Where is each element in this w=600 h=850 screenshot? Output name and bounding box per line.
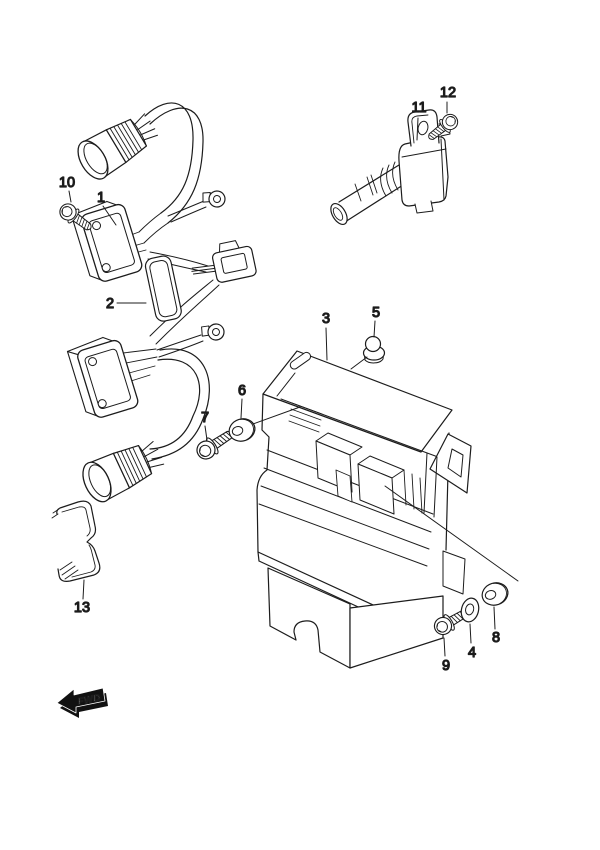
assembly-connection-line xyxy=(385,486,518,581)
lower-harness-assembly xyxy=(65,321,226,507)
callout-label-7: 7 xyxy=(201,410,209,426)
mounting-pad xyxy=(144,255,183,323)
grommet-6 xyxy=(225,414,259,446)
callout-label-5: 5 xyxy=(372,305,380,321)
fwd-direction-marker: FWD xyxy=(57,688,108,718)
assembly-connection-line xyxy=(253,407,300,424)
bolt-5 xyxy=(364,337,385,363)
ignition-coil xyxy=(328,110,450,227)
callout-label-11: 11 xyxy=(411,100,426,116)
callout-leader-10 xyxy=(69,191,71,202)
callout-label-4: 4 xyxy=(468,645,476,661)
callout-leader-1 xyxy=(103,206,116,225)
callout-leader-4 xyxy=(470,624,471,643)
callout-label-8: 8 xyxy=(492,630,500,646)
ring-terminal-lower xyxy=(199,321,226,342)
assembly-connection-line xyxy=(351,357,367,369)
fwd-label: FWD xyxy=(77,693,102,708)
callout-leader-3 xyxy=(326,328,327,360)
callout-leader-13 xyxy=(83,580,84,599)
callout-label-3: 3 xyxy=(322,311,330,327)
wire-loop-lower xyxy=(123,335,209,459)
rectifier-unit-2 xyxy=(65,332,141,422)
upper-harness-assembly xyxy=(69,103,258,344)
callout-label-1: 1 xyxy=(97,190,105,206)
callout-leader-8 xyxy=(494,607,495,629)
callout-leader-5 xyxy=(374,321,375,337)
callout-leader-9 xyxy=(444,638,445,656)
electrical-parts-holder xyxy=(257,351,471,668)
washer-4 xyxy=(459,596,481,623)
round-connector-lower xyxy=(76,433,170,507)
round-connector-upper xyxy=(71,105,164,185)
ring-terminal-upper xyxy=(200,187,228,210)
rectifier-unit-1 xyxy=(69,196,145,286)
callout-label-2: 2 xyxy=(106,296,114,312)
multi-pin-connector xyxy=(188,238,258,288)
grommet-8 xyxy=(478,578,512,610)
callout-label-6: 6 xyxy=(238,383,246,399)
callout-leader-11 xyxy=(417,118,418,140)
callout-leader-6 xyxy=(241,399,242,418)
callout-label-13: 13 xyxy=(74,600,90,616)
callout-label-12: 12 xyxy=(440,85,456,101)
callout-leader-7 xyxy=(205,426,207,440)
callout-label-10: 10 xyxy=(59,175,75,191)
clamp xyxy=(52,501,100,581)
wire-loop-upper xyxy=(128,103,219,344)
callout-label-9: 9 xyxy=(442,658,450,674)
